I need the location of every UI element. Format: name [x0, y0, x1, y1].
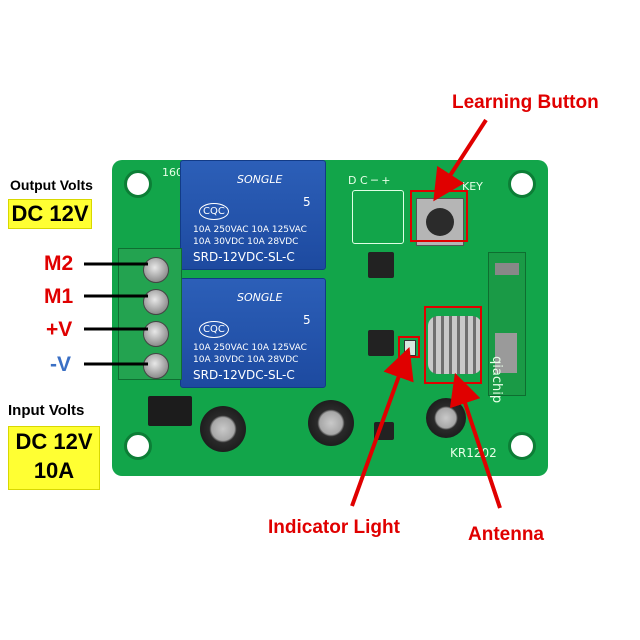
relay-rating-1: 10A 250VAC 10A 125VAC [193, 343, 307, 353]
terminal-screw [143, 257, 169, 283]
indicator-light-arrow [350, 346, 414, 507]
antenna-callout: Antenna [468, 524, 544, 545]
terminal-label-pos-v: +V [46, 318, 73, 341]
output-volts-header: Output Volts [10, 177, 93, 193]
pcb-board: 160 SONGLE CQC 5 10A 250VAC 10A 125VAC 1… [112, 160, 548, 476]
learning-button-callout: Learning Button [452, 92, 599, 113]
terminal-screw [143, 321, 169, 347]
relay-cert-label: CQC [199, 321, 229, 338]
relay-number-label: 5 [303, 195, 311, 209]
pin-header [352, 190, 404, 244]
voltage-regulator [148, 396, 192, 426]
input-volts-line2: 10A [33, 458, 75, 483]
learning-button-arrow [433, 118, 488, 202]
screw-terminal-block [118, 248, 182, 380]
terminal-label-neg-v: -V [50, 353, 71, 376]
relay-bottom: SONGLE CQC 5 10A 250VAC 10A 125VAC 10A 3… [180, 278, 326, 388]
capacitor [200, 406, 246, 452]
input-volts-value: DC 12V 10A [8, 426, 100, 490]
ic-chip [368, 252, 394, 278]
relay-model-label: SRD-12VDC-SL-C [193, 250, 295, 264]
antenna-arrow [449, 372, 502, 509]
relay-brand-label: SONGLE [237, 173, 283, 186]
silk-key: KEY [462, 180, 483, 193]
silk-160: 160 [162, 166, 183, 179]
terminal-screw [143, 353, 169, 379]
indicator-light-callout: Indicator Light [268, 517, 400, 538]
mounting-hole [124, 432, 152, 460]
learning-button-switch[interactable] [416, 198, 464, 246]
relay-top: SONGLE CQC 5 10A 250VAC 10A 125VAC 10A 3… [180, 160, 326, 270]
relay-rating-2: 10A 30VDC 10A 28VDC [193, 237, 299, 247]
terminal-label-m1: M1 [44, 285, 74, 308]
relay-brand-label: SONGLE [237, 291, 283, 304]
terminal-label-m2: M2 [44, 252, 74, 275]
input-volts-header: Input Volts [8, 402, 85, 419]
mounting-hole [124, 170, 152, 198]
antenna-coil [428, 316, 482, 374]
relay-model-label: SRD-12VDC-SL-C [193, 368, 295, 382]
silk-model: KR1202 [450, 446, 497, 460]
relay-number-label: 5 [303, 313, 311, 327]
relay-cert-label: CQC [199, 203, 229, 220]
terminal-screw [143, 289, 169, 315]
mounting-hole [508, 432, 536, 460]
mounting-hole [508, 170, 536, 198]
input-volts-line1: DC 12V [15, 429, 93, 454]
relay-rating-2: 10A 30VDC 10A 28VDC [193, 355, 299, 365]
capacitor [308, 400, 354, 446]
relay-rating-1: 10A 250VAC 10A 125VAC [193, 225, 307, 235]
output-volts-value: DC 12V [8, 199, 92, 229]
silk-pin-labels: D C ─ + [348, 174, 391, 187]
rf-receiver-module [488, 252, 526, 396]
